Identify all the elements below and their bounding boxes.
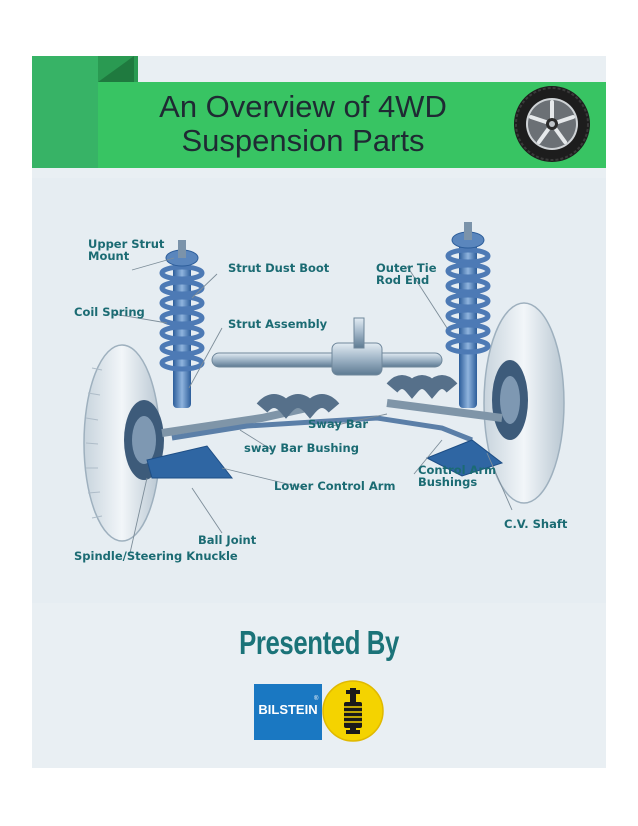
suspension-diagram: Upper Strut Mount Strut Dust Boot Outer … [32, 178, 606, 603]
logo-registered-mark: ® [314, 696, 319, 702]
label-cv-shaft: C.V. Shaft [504, 517, 568, 531]
title-banner: An Overview of 4WD Suspension Parts [98, 82, 606, 168]
logo-wordmark: BILSTEIN [258, 702, 318, 717]
page-title: An Overview of 4WD Suspension Parts [98, 90, 508, 158]
label-strut-assembly: Strut Assembly [228, 317, 328, 331]
label-strut-dust-boot: Strut Dust Boot [228, 261, 330, 275]
label-control-arm-bushings: Control Arm Bushings [418, 463, 497, 489]
label-outer-tie-rod-end: Outer Tie Rod End [376, 261, 437, 287]
label-upper-strut-mount: Upper Strut Mount [88, 237, 165, 263]
label-coil-spring: Coil Spring [74, 305, 145, 319]
shock-absorber-icon [322, 680, 384, 742]
page: An Overview of 4WD Suspension Parts [32, 56, 606, 768]
presented-by-heading: Presented By [239, 624, 399, 661]
suspension-illustration [83, 222, 565, 554]
title-line-2: Suspension Parts [181, 123, 425, 158]
label-sway-bar: Sway Bar [308, 417, 369, 431]
label-spindle-steering-knuckle: Spindle/Steering Knuckle [74, 549, 238, 563]
title-line-1: An Overview of 4WD [159, 89, 447, 124]
label-lower-control-arm: Lower Control Arm [274, 479, 396, 493]
banner-fold [98, 56, 134, 82]
tire-icon [514, 86, 590, 162]
label-sway-bar-bushing: sway Bar Bushing [244, 441, 359, 455]
bilstein-logo: BILSTEIN ® [254, 680, 386, 742]
label-ball-joint: Ball Joint [198, 533, 257, 547]
logo-blue-box [254, 684, 322, 740]
